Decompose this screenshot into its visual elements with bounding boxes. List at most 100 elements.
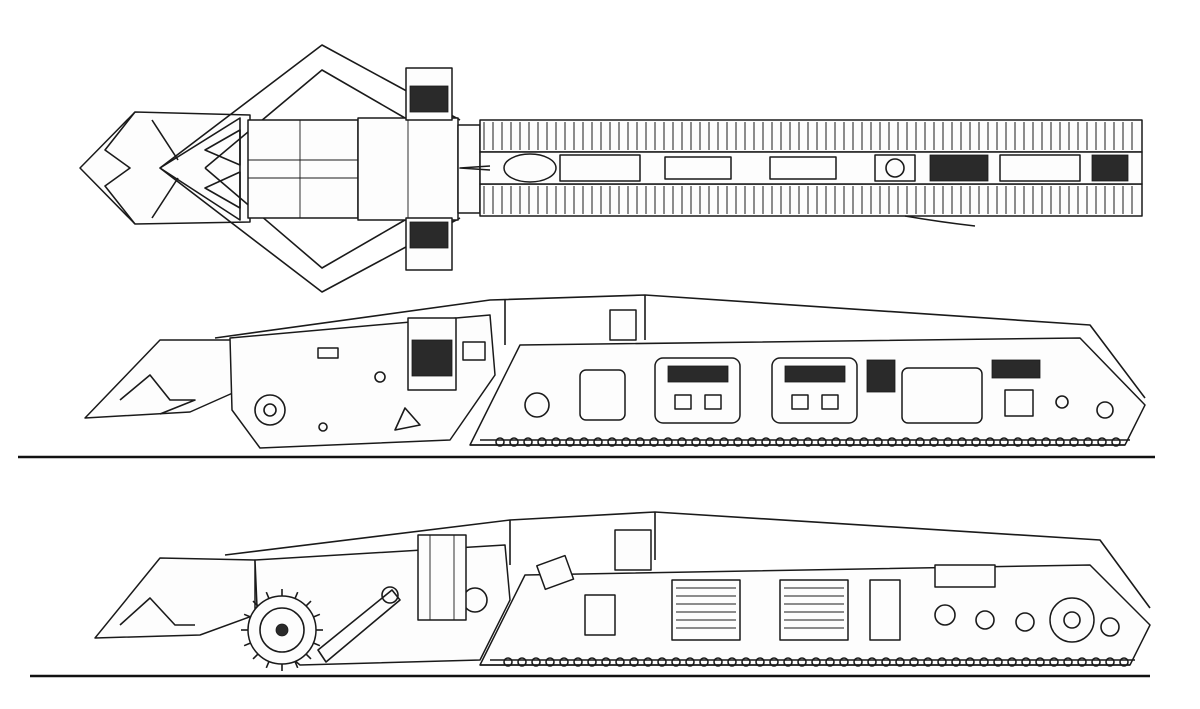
road-wheel (831, 437, 841, 447)
road-wheel (1083, 437, 1093, 447)
road-wheel (853, 657, 863, 667)
road-wheel (517, 657, 527, 667)
road-wheel (845, 437, 855, 447)
road-wheel (545, 657, 555, 667)
side-bow-plough (84, 339, 236, 419)
road-wheel (951, 657, 961, 667)
side-view (18, 294, 1155, 459)
road-wheel (531, 657, 541, 667)
road-wheel (1077, 657, 1087, 667)
road-wheel (761, 437, 771, 447)
road-wheel (573, 657, 583, 667)
section-bow-plough (94, 557, 256, 639)
road-wheel (811, 657, 821, 667)
road-wheel (769, 657, 779, 667)
road-wheel (685, 657, 695, 667)
road-wheel (825, 657, 835, 667)
sprocket-tooth (313, 613, 321, 618)
road-wheel (971, 437, 981, 447)
sprocket-tooth (305, 653, 312, 660)
road-wheel (881, 657, 891, 667)
road-wheel (719, 437, 729, 447)
sprocket-tooth (294, 661, 299, 669)
road-wheel (965, 657, 975, 667)
road-wheel (741, 657, 751, 667)
side-front-wheel (254, 394, 286, 426)
road-wheel (733, 437, 743, 447)
sprocket-tooth (294, 591, 299, 599)
road-wheel (495, 437, 505, 447)
road-wheel (607, 437, 617, 447)
road-wheel (509, 437, 519, 447)
road-wheel (559, 657, 569, 667)
road-wheel (957, 437, 967, 447)
road-wheel (579, 437, 589, 447)
road-wheel (1035, 657, 1045, 667)
road-wheel (1049, 657, 1059, 667)
road-wheel (803, 437, 813, 447)
road-wheel (1041, 437, 1051, 447)
top-track-upper (479, 119, 1143, 153)
road-wheel (649, 437, 659, 447)
road-wheel (783, 657, 793, 667)
section-rear-idler (1049, 597, 1095, 643)
road-wheel (1069, 437, 1079, 447)
road-wheel (1021, 657, 1031, 667)
road-wheel (699, 657, 709, 667)
top-hull-front (247, 119, 359, 219)
road-wheel (895, 657, 905, 667)
road-wheel (663, 437, 673, 447)
road-wheel (797, 657, 807, 667)
road-wheel (1105, 657, 1115, 667)
road-wheel (1027, 437, 1037, 447)
road-wheel (1013, 437, 1023, 447)
sprocket-tooth (243, 613, 251, 618)
sprocket-tooth (243, 642, 251, 647)
road-wheel (755, 657, 765, 667)
sprocket-tooth (252, 653, 259, 660)
road-wheel (887, 437, 897, 447)
road-wheel (775, 437, 785, 447)
road-wheel (979, 657, 989, 667)
road-wheel (909, 657, 919, 667)
road-wheel (1111, 437, 1121, 447)
road-wheel (915, 437, 925, 447)
road-wheel (565, 437, 575, 447)
road-wheel (523, 437, 533, 447)
road-wheel (635, 437, 645, 447)
section-engine-1 (671, 579, 741, 641)
road-wheel (503, 657, 513, 667)
section-sprocket-teeth (241, 589, 323, 671)
road-wheel (713, 657, 723, 667)
side-hatch (901, 367, 983, 424)
road-wheel (1063, 657, 1073, 667)
road-wheel (705, 437, 715, 447)
road-wheel (1091, 657, 1101, 667)
section-road-wheels (503, 657, 1129, 667)
road-wheel (691, 437, 701, 447)
top-bow-plough (79, 111, 251, 225)
road-wheel (999, 437, 1009, 447)
road-wheel (937, 657, 947, 667)
sprocket-tooth (265, 661, 270, 669)
road-wheel (747, 437, 757, 447)
road-wheel (621, 437, 631, 447)
road-wheel (929, 437, 939, 447)
road-wheel (817, 437, 827, 447)
road-wheel (677, 437, 687, 447)
road-wheel (593, 437, 603, 447)
road-wheel (867, 657, 877, 667)
road-wheel (993, 657, 1003, 667)
road-wheel (601, 657, 611, 667)
sprocket-tooth (252, 600, 259, 607)
sprocket-tooth (305, 600, 312, 607)
road-wheel (727, 657, 737, 667)
road-wheel (1119, 657, 1129, 667)
road-wheel (551, 437, 561, 447)
road-wheel (839, 657, 849, 667)
side-road-wheels (495, 437, 1121, 447)
road-wheel (873, 437, 883, 447)
section-engine-2 (779, 579, 849, 641)
road-wheel (615, 657, 625, 667)
